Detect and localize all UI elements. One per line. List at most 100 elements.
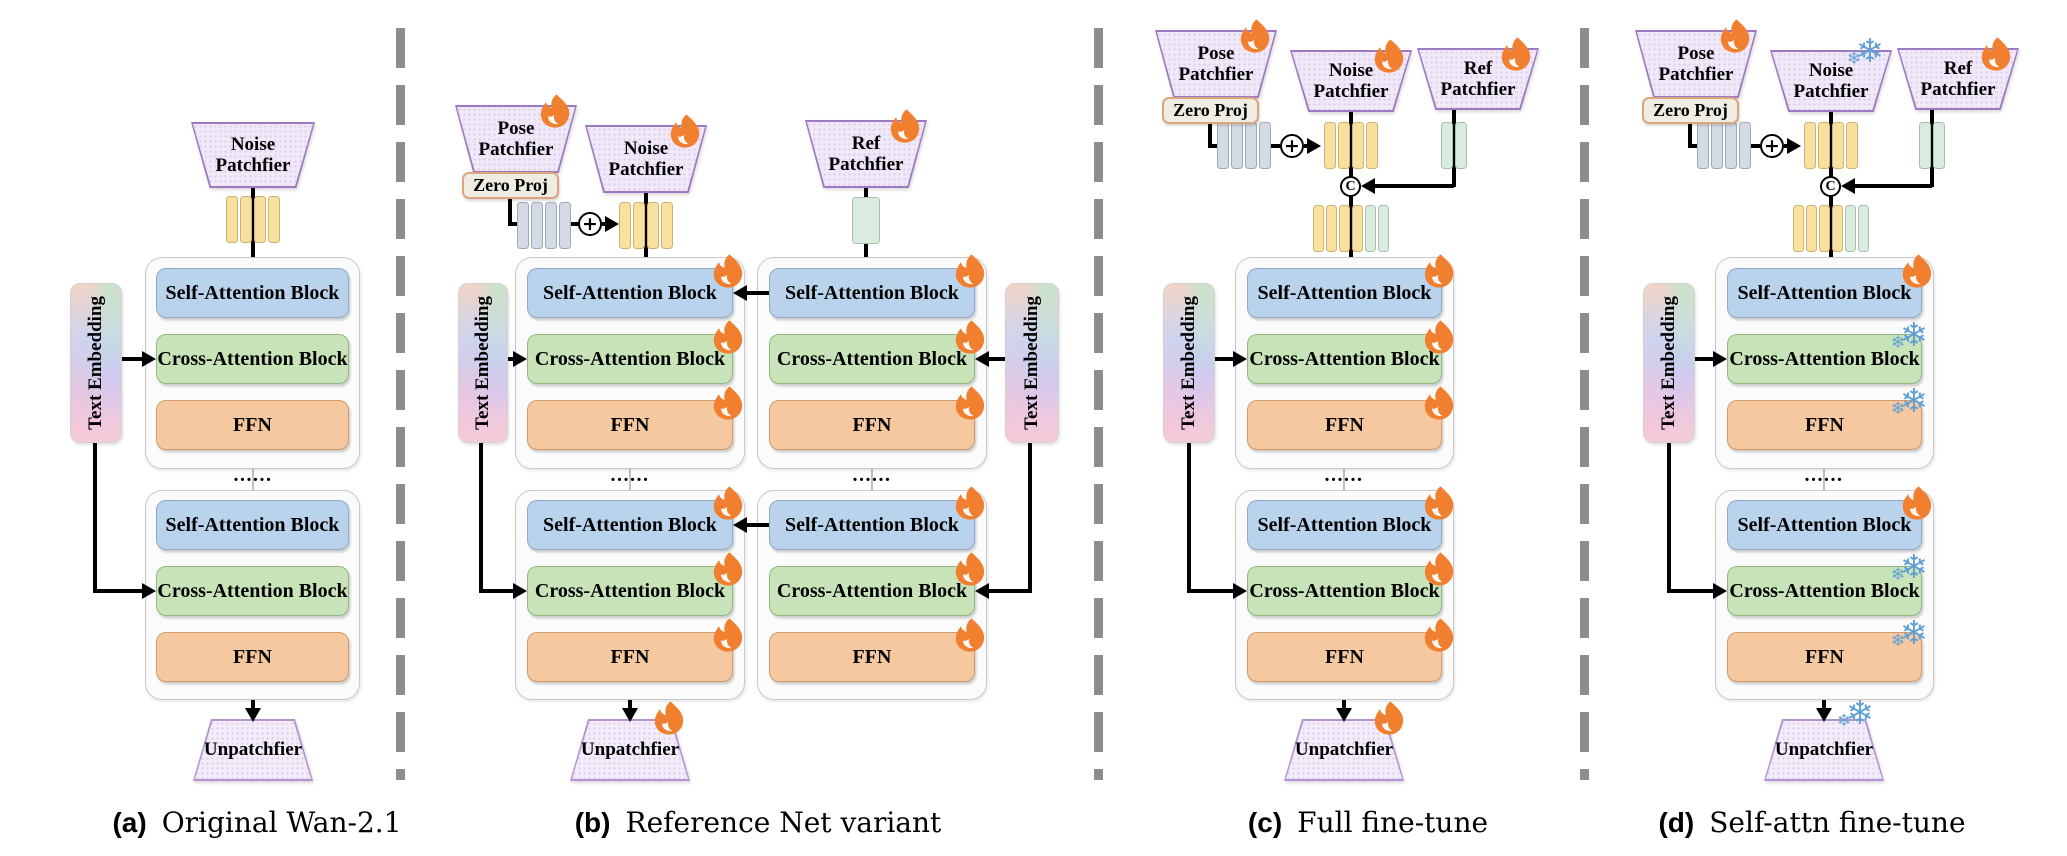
fire-icon: [713, 254, 743, 288]
connector: [1688, 124, 1692, 148]
fire-icon: [955, 618, 985, 652]
cross-attention-block: Cross-Attention Block: [156, 566, 349, 616]
arrowhead: [975, 351, 989, 367]
ref-tokens: [1919, 122, 1945, 169]
arrow: [1215, 357, 1234, 361]
arrowhead: [142, 351, 156, 367]
noise-tokens: [226, 196, 280, 243]
add-op: +: [578, 212, 602, 236]
connector: [1688, 144, 1700, 148]
snowflake-icon: ❄❄: [1891, 381, 1928, 420]
fire-icon: [1424, 254, 1454, 288]
fire-icon: [1981, 37, 2011, 71]
cross-attention-block: Cross-Attention Block: [1727, 566, 1922, 616]
arrowhead: [513, 583, 527, 599]
arrow: [1667, 589, 1714, 593]
fire-icon: [713, 618, 743, 652]
ref-tokens: [852, 197, 880, 244]
fire-icon: [1501, 37, 1531, 71]
ffn-block: FFN: [1727, 632, 1922, 682]
pose-tokens: [517, 202, 571, 249]
arrowhead: [975, 583, 989, 599]
panel-caption: (a)Original Wan-2.1: [112, 806, 402, 839]
connector: [1271, 144, 1280, 148]
panel-separator: [396, 28, 405, 780]
fire-icon: [1902, 254, 1932, 288]
ellipsis: ......: [852, 464, 892, 486]
concat-tokens: [1313, 205, 1389, 252]
ellipsis: ......: [233, 464, 273, 486]
cross-attention-block: Cross-Attention Block: [527, 334, 733, 384]
zero-proj: Zero Proj: [462, 172, 559, 199]
arrow: [988, 357, 1005, 361]
concat-op: C: [1820, 176, 1841, 197]
snowflake-icon: ❄❄: [1837, 693, 1874, 732]
arrowhead: [733, 285, 747, 301]
arrowhead: [1713, 583, 1727, 599]
ffn-block: FFN: [769, 400, 975, 450]
connector: [1854, 184, 1932, 188]
panel-caption: (d)Self-attn fine-tune: [1658, 806, 1966, 839]
connector: [629, 469, 631, 490]
self-attention-block: Self-Attention Block: [1247, 500, 1442, 550]
self-attention-block: Self-Attention Block: [156, 268, 349, 318]
cross-attention-block: Cross-Attention Block: [1247, 566, 1442, 616]
arrow: [479, 443, 483, 593]
panel-separator: [1580, 28, 1589, 780]
fire-icon: [955, 386, 985, 420]
cross-attention-block: Cross-Attention Block: [1727, 334, 1922, 384]
concat-op: C: [1340, 176, 1361, 197]
arrow: [93, 443, 97, 593]
connector: [1343, 469, 1345, 490]
fire-icon: [1424, 618, 1454, 652]
arrow: [1822, 700, 1826, 711]
self-attention-block: Self-Attention Block: [769, 500, 975, 550]
self-attention-block: Self-Attention Block: [769, 268, 975, 318]
fire-icon: [1374, 701, 1404, 735]
arrowhead: [1816, 708, 1832, 722]
arrowhead: [605, 216, 619, 232]
ffn-block: FFN: [527, 400, 733, 450]
snowflake-icon: ❄❄: [1891, 613, 1928, 652]
unpatchfier: Unpatchfier: [193, 719, 313, 781]
arrow: [93, 589, 144, 593]
arrowhead: [1233, 583, 1247, 599]
ffn-block: FFN: [1247, 400, 1442, 450]
cross-attention-block: Cross-Attention Block: [527, 566, 733, 616]
fire-icon: [713, 320, 743, 354]
arrowhead: [1307, 138, 1321, 154]
ellipsis: ......: [1324, 464, 1364, 486]
unpatchfier: Unpatchfier: [1764, 719, 1884, 781]
connector: [508, 222, 520, 226]
pose-tokens: [1217, 122, 1271, 169]
add-op: +: [1760, 134, 1784, 158]
arrow: [747, 291, 769, 295]
arrow: [479, 589, 515, 593]
text-embedding: Text Embedding: [1163, 283, 1215, 443]
fire-icon: [955, 254, 985, 288]
fire-icon: [1424, 320, 1454, 354]
connector: [251, 186, 255, 258]
fire-icon: [713, 486, 743, 520]
connector: [1452, 108, 1456, 187]
arrowhead: [733, 517, 747, 533]
self-attention-block: Self-Attention Block: [1247, 268, 1442, 318]
arrowhead: [1841, 178, 1855, 194]
ellipsis: ......: [610, 464, 650, 486]
snowflake-icon: ❄❄: [1891, 547, 1928, 586]
arrow: [1028, 443, 1032, 593]
ffn-block: FFN: [527, 632, 733, 682]
arrow: [251, 700, 255, 711]
text-embedding: Text Embedding: [458, 283, 508, 443]
fire-icon: [955, 552, 985, 586]
arrow: [747, 523, 769, 527]
fire-icon: [1720, 19, 1750, 53]
fire-icon: [654, 701, 684, 735]
text-embedding: Text Embedding: [70, 283, 122, 443]
self-attention-block: Self-Attention Block: [1727, 500, 1922, 550]
cross-attention-block: Cross-Attention Block: [769, 334, 975, 384]
